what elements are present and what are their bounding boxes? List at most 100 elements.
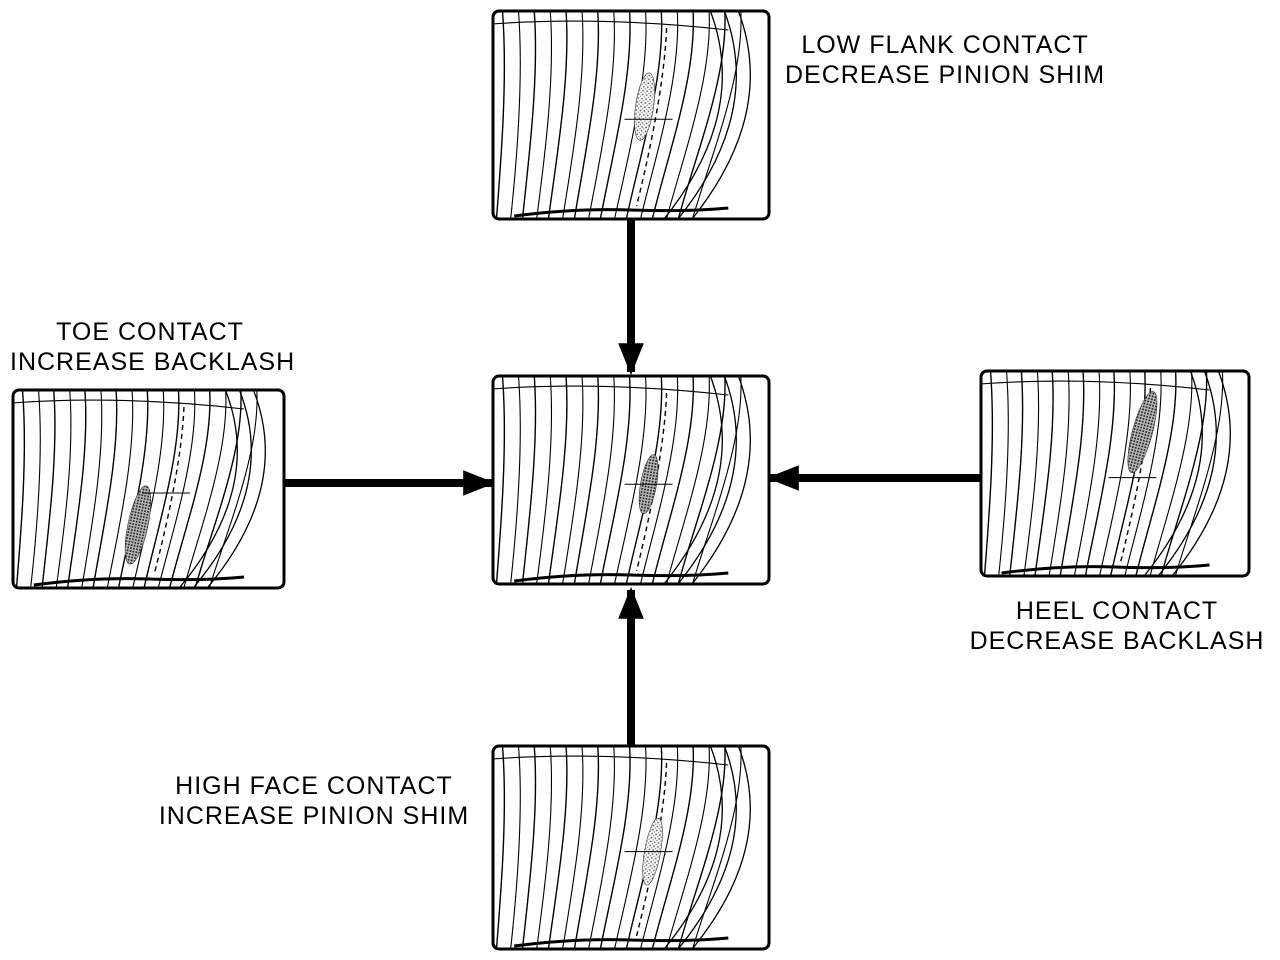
gear-tooth-edge <box>676 10 726 220</box>
gear-panel-heel <box>979 369 1251 578</box>
gear-tooth-edge <box>690 10 742 220</box>
gear-tooth-edge <box>1033 370 1054 577</box>
gear-tooth-edge <box>638 10 679 220</box>
gear-rim-line <box>673 375 737 585</box>
gear-tooth-edge <box>598 375 631 585</box>
gear-tooth-edge <box>521 375 537 585</box>
gear-tooth-edge <box>1022 370 1040 577</box>
gear-tooth-edge <box>509 745 521 950</box>
gear-base-shadow <box>514 206 729 218</box>
gear-tooth-edge <box>206 389 258 589</box>
gear-tooth-edge <box>612 745 647 950</box>
gear-rim-line <box>1167 370 1231 577</box>
gear-tooth-edge <box>650 375 695 585</box>
gear-tooth-edge <box>546 10 568 220</box>
contact-pattern-heel <box>1127 391 1158 474</box>
gear-tooth-edge <box>1172 370 1224 577</box>
gear-panel-center <box>491 374 771 586</box>
gear-tooth-edge <box>598 10 631 220</box>
label-low-flank-contact: LOW FLANK CONTACT DECREASE PINION SHIM <box>785 30 1105 90</box>
gear-tooth-edge <box>690 745 742 950</box>
gear-tooth-edge <box>80 389 103 589</box>
gear-tooth-edge <box>1072 370 1101 577</box>
gear-tooth-edge <box>105 389 134 589</box>
label-high-face-contact: HIGH FACE CONTACT INCREASE PINION SHIM <box>148 771 480 831</box>
gear-tooth-edge <box>638 375 679 585</box>
gear-tooth-edge <box>997 370 1009 577</box>
gear-tooth-edge <box>509 375 521 585</box>
gear-base-shadow <box>1001 563 1210 575</box>
gear-panel-toe <box>11 388 286 590</box>
gear-tooth-edge <box>1147 370 1193 577</box>
gear-tooth-edge <box>116 389 149 589</box>
gear-panel-low-flank <box>491 9 771 221</box>
gear-rim-line <box>1153 370 1217 577</box>
gear-rim-line <box>687 10 751 220</box>
gear-tooth-edge <box>586 10 615 220</box>
gear-tooth-edge <box>167 389 211 589</box>
gear-rim-line <box>687 745 751 950</box>
label-line: HIGH FACE CONTACT <box>175 772 453 800</box>
gear-tooth-edge <box>983 370 994 577</box>
gear-tooth-edge <box>495 745 506 950</box>
panel-frame <box>491 744 771 951</box>
gear-rim-line <box>659 375 723 585</box>
gear-tooth-edge <box>664 375 710 585</box>
gear-tooth-edge <box>664 745 710 950</box>
gear-tooth-edge <box>1083 370 1116 577</box>
gear-tooth-edge <box>66 389 87 589</box>
gear-rim-line <box>980 380 1210 391</box>
gear-rim-line <box>202 389 266 589</box>
gear-tooth-edge <box>664 10 710 220</box>
gear-tooth-edge <box>612 375 647 585</box>
panel-frame <box>491 374 771 586</box>
gear-tooth-edge <box>535 375 553 585</box>
tooth-pitch-line <box>153 406 185 576</box>
label-line: TOE CONTACT <box>56 318 244 346</box>
gear-tooth-edge <box>561 375 584 585</box>
gear-rim-line <box>492 385 729 396</box>
gear-rim-line <box>1139 370 1203 577</box>
gear-tooth-edge <box>650 745 695 950</box>
gear-tooth-edge <box>1047 370 1070 577</box>
label-line: DECREASE PINION SHIM <box>785 61 1106 89</box>
gear-tooth-edge <box>676 375 726 585</box>
arrows <box>285 220 980 745</box>
panel-frame <box>11 388 286 590</box>
gear-base-shadow <box>514 571 729 583</box>
gear-base-shadow <box>33 575 245 587</box>
gear-tooth-edge <box>572 375 600 585</box>
gear-tooth-edge <box>1122 370 1162 577</box>
gear-tooth-edge <box>1097 370 1131 577</box>
gear-tooth-edge <box>142 389 180 589</box>
label-toe-contact: TOE CONTACT INCREASE BACKLASH <box>10 317 296 377</box>
contact-pattern-low-flank <box>634 72 655 141</box>
gear-tooth-edge <box>561 10 584 220</box>
gear-rim-line <box>659 745 723 950</box>
gear-tooth-edge <box>521 10 537 220</box>
gear-rim-line <box>492 20 729 31</box>
gear-tooth-edge <box>546 375 568 585</box>
gear-tooth-edge <box>495 10 506 220</box>
gear-tooth-edge <box>676 745 726 950</box>
gear-panel-high-face <box>491 744 771 951</box>
gear-tooth-edge <box>91 389 118 589</box>
gear-tooth-edge <box>572 10 600 220</box>
gear-tooth-edge <box>181 389 227 589</box>
gear-tooth-edge <box>130 389 165 589</box>
gear-tooth-edge <box>586 375 615 585</box>
gear-tooth-edge <box>690 375 742 585</box>
gear-tooth-edge <box>535 10 553 220</box>
gear-tooth-edge <box>15 389 26 589</box>
gear-tooth-edge <box>40 389 56 589</box>
gear-rim-line <box>673 745 737 950</box>
label-line: INCREASE BACKLASH <box>10 348 296 376</box>
gear-tooth-edge <box>546 745 568 950</box>
gear-rim-line <box>174 389 238 589</box>
gear-tooth-edge <box>572 745 600 950</box>
gear-tooth-edge <box>1158 370 1208 577</box>
gear-tooth-edge <box>54 389 72 589</box>
gear-tooth-edge <box>29 389 41 589</box>
gear-tooth-edge <box>586 745 615 950</box>
